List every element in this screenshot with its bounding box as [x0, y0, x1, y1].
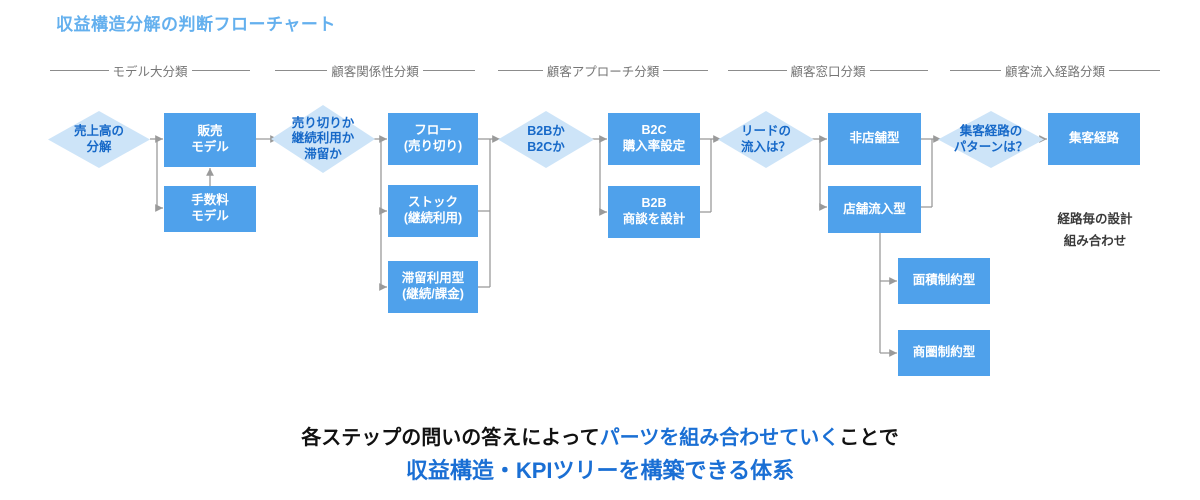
decision-revenue-relationship[interactable]: 売り切りか 継続利用か 滞留か	[271, 105, 375, 173]
section-rule-left	[50, 69, 109, 71]
box-sales-model[interactable]: 販売 モデル	[164, 113, 256, 167]
decision-label: リードの 流入は？	[740, 124, 791, 154]
box-label: B2C 購入率設定	[622, 123, 686, 153]
box-store-inflow-type[interactable]: 店舗流入型	[828, 186, 921, 233]
section-rule-right	[191, 69, 251, 71]
decision-label: B2Bか B2Cか	[527, 124, 565, 154]
page-title: 収益構造分解の判断フローチャート	[56, 15, 336, 34]
caption-line1-pre: 各ステップの問いの答えによって	[301, 427, 600, 449]
box-label: 滞留利用型 (継続/課金)	[401, 271, 465, 301]
section-rule-left	[498, 69, 543, 71]
section-header-approach: 顧客アプローチ分類	[498, 60, 709, 80]
box-label: 商圏制約型	[912, 345, 976, 360]
box-label: フロー (売り切り)	[403, 123, 463, 153]
section-rule-left	[728, 69, 787, 71]
section-header-relationship: 顧客関係性分類	[275, 60, 476, 80]
box-label: 手数料 モデル	[191, 193, 229, 223]
section-rule-right	[869, 69, 929, 71]
section-header-inflow: 顧客流入経路分類	[950, 60, 1161, 80]
decision-sales-decomposition[interactable]: 売上高の 分解	[48, 111, 150, 168]
section-header-label: モデル大分類	[112, 64, 188, 79]
caption-line1-accent: パーツを組み合わせていく	[599, 427, 840, 449]
box-stock-model[interactable]: ストック (継続利用)	[388, 185, 478, 237]
caption-line-1: 各ステップの問いの答えによってパーツを組み合わせていくことで	[0, 421, 1200, 450]
box-b2c-purchase-rate[interactable]: B2C 購入率設定	[608, 113, 700, 165]
box-label: ストック (継続利用)	[403, 195, 463, 225]
decision-lead-inflow[interactable]: リードの 流入は？	[718, 111, 814, 168]
decision-b2b-or-b2c[interactable]: B2Bか B2Cか	[498, 111, 594, 168]
section-header-label: 顧客窓口分類	[790, 64, 866, 79]
box-retention-model[interactable]: 滞留利用型 (継続/課金)	[388, 261, 478, 313]
note-route-design: 経路毎の設計 組み合わせ	[1030, 188, 1160, 252]
decision-label: 集客経路の パターンは？	[953, 124, 1029, 154]
box-label: B2B 商談を設計	[622, 196, 686, 226]
section-header-label: 顧客流入経路分類	[1005, 64, 1106, 79]
box-b2b-deal-design[interactable]: B2B 商談を設計	[608, 186, 700, 238]
box-flow-model[interactable]: フロー (売り切り)	[388, 113, 478, 165]
section-rule-left	[275, 69, 328, 71]
box-trade-area-constraint-type[interactable]: 商圏制約型	[898, 330, 990, 376]
section-header-model: モデル大分類	[50, 60, 251, 80]
box-label: 販売 モデル	[191, 124, 229, 154]
box-acquisition-route[interactable]: 集客経路	[1048, 113, 1140, 165]
box-non-store-type[interactable]: 非店舗型	[828, 113, 921, 165]
section-rule-left	[950, 69, 1001, 71]
section-rule-right	[663, 69, 709, 71]
section-header-label: 顧客関係性分類	[331, 64, 419, 79]
note-label: 経路毎の設計 組み合わせ	[1057, 212, 1133, 248]
caption-line-2: 収益構造・KPIツリーを構築できる体系	[405, 458, 795, 483]
box-label: 店舗流入型	[843, 201, 906, 216]
section-rule-right	[422, 69, 476, 71]
box-area-constraint-type[interactable]: 面積制約型	[898, 258, 990, 304]
box-label: 集客経路	[1068, 131, 1119, 146]
box-label: 面積制約型	[912, 273, 976, 288]
decision-label: 売り切りか 継続利用か 滞留か	[291, 116, 355, 161]
section-header-channel: 顧客窓口分類	[728, 60, 929, 80]
decision-acquisition-pattern[interactable]: 集客経路の パターンは？	[938, 111, 1044, 168]
box-label: 非店舗型	[849, 131, 900, 146]
caption-line1-post: ことで	[839, 427, 899, 449]
section-header-label: 顧客アプローチ分類	[546, 64, 660, 79]
section-rule-right	[1109, 69, 1161, 71]
box-commission-model[interactable]: 手数料 モデル	[164, 186, 256, 232]
decision-label: 売上高の 分解	[73, 124, 124, 154]
